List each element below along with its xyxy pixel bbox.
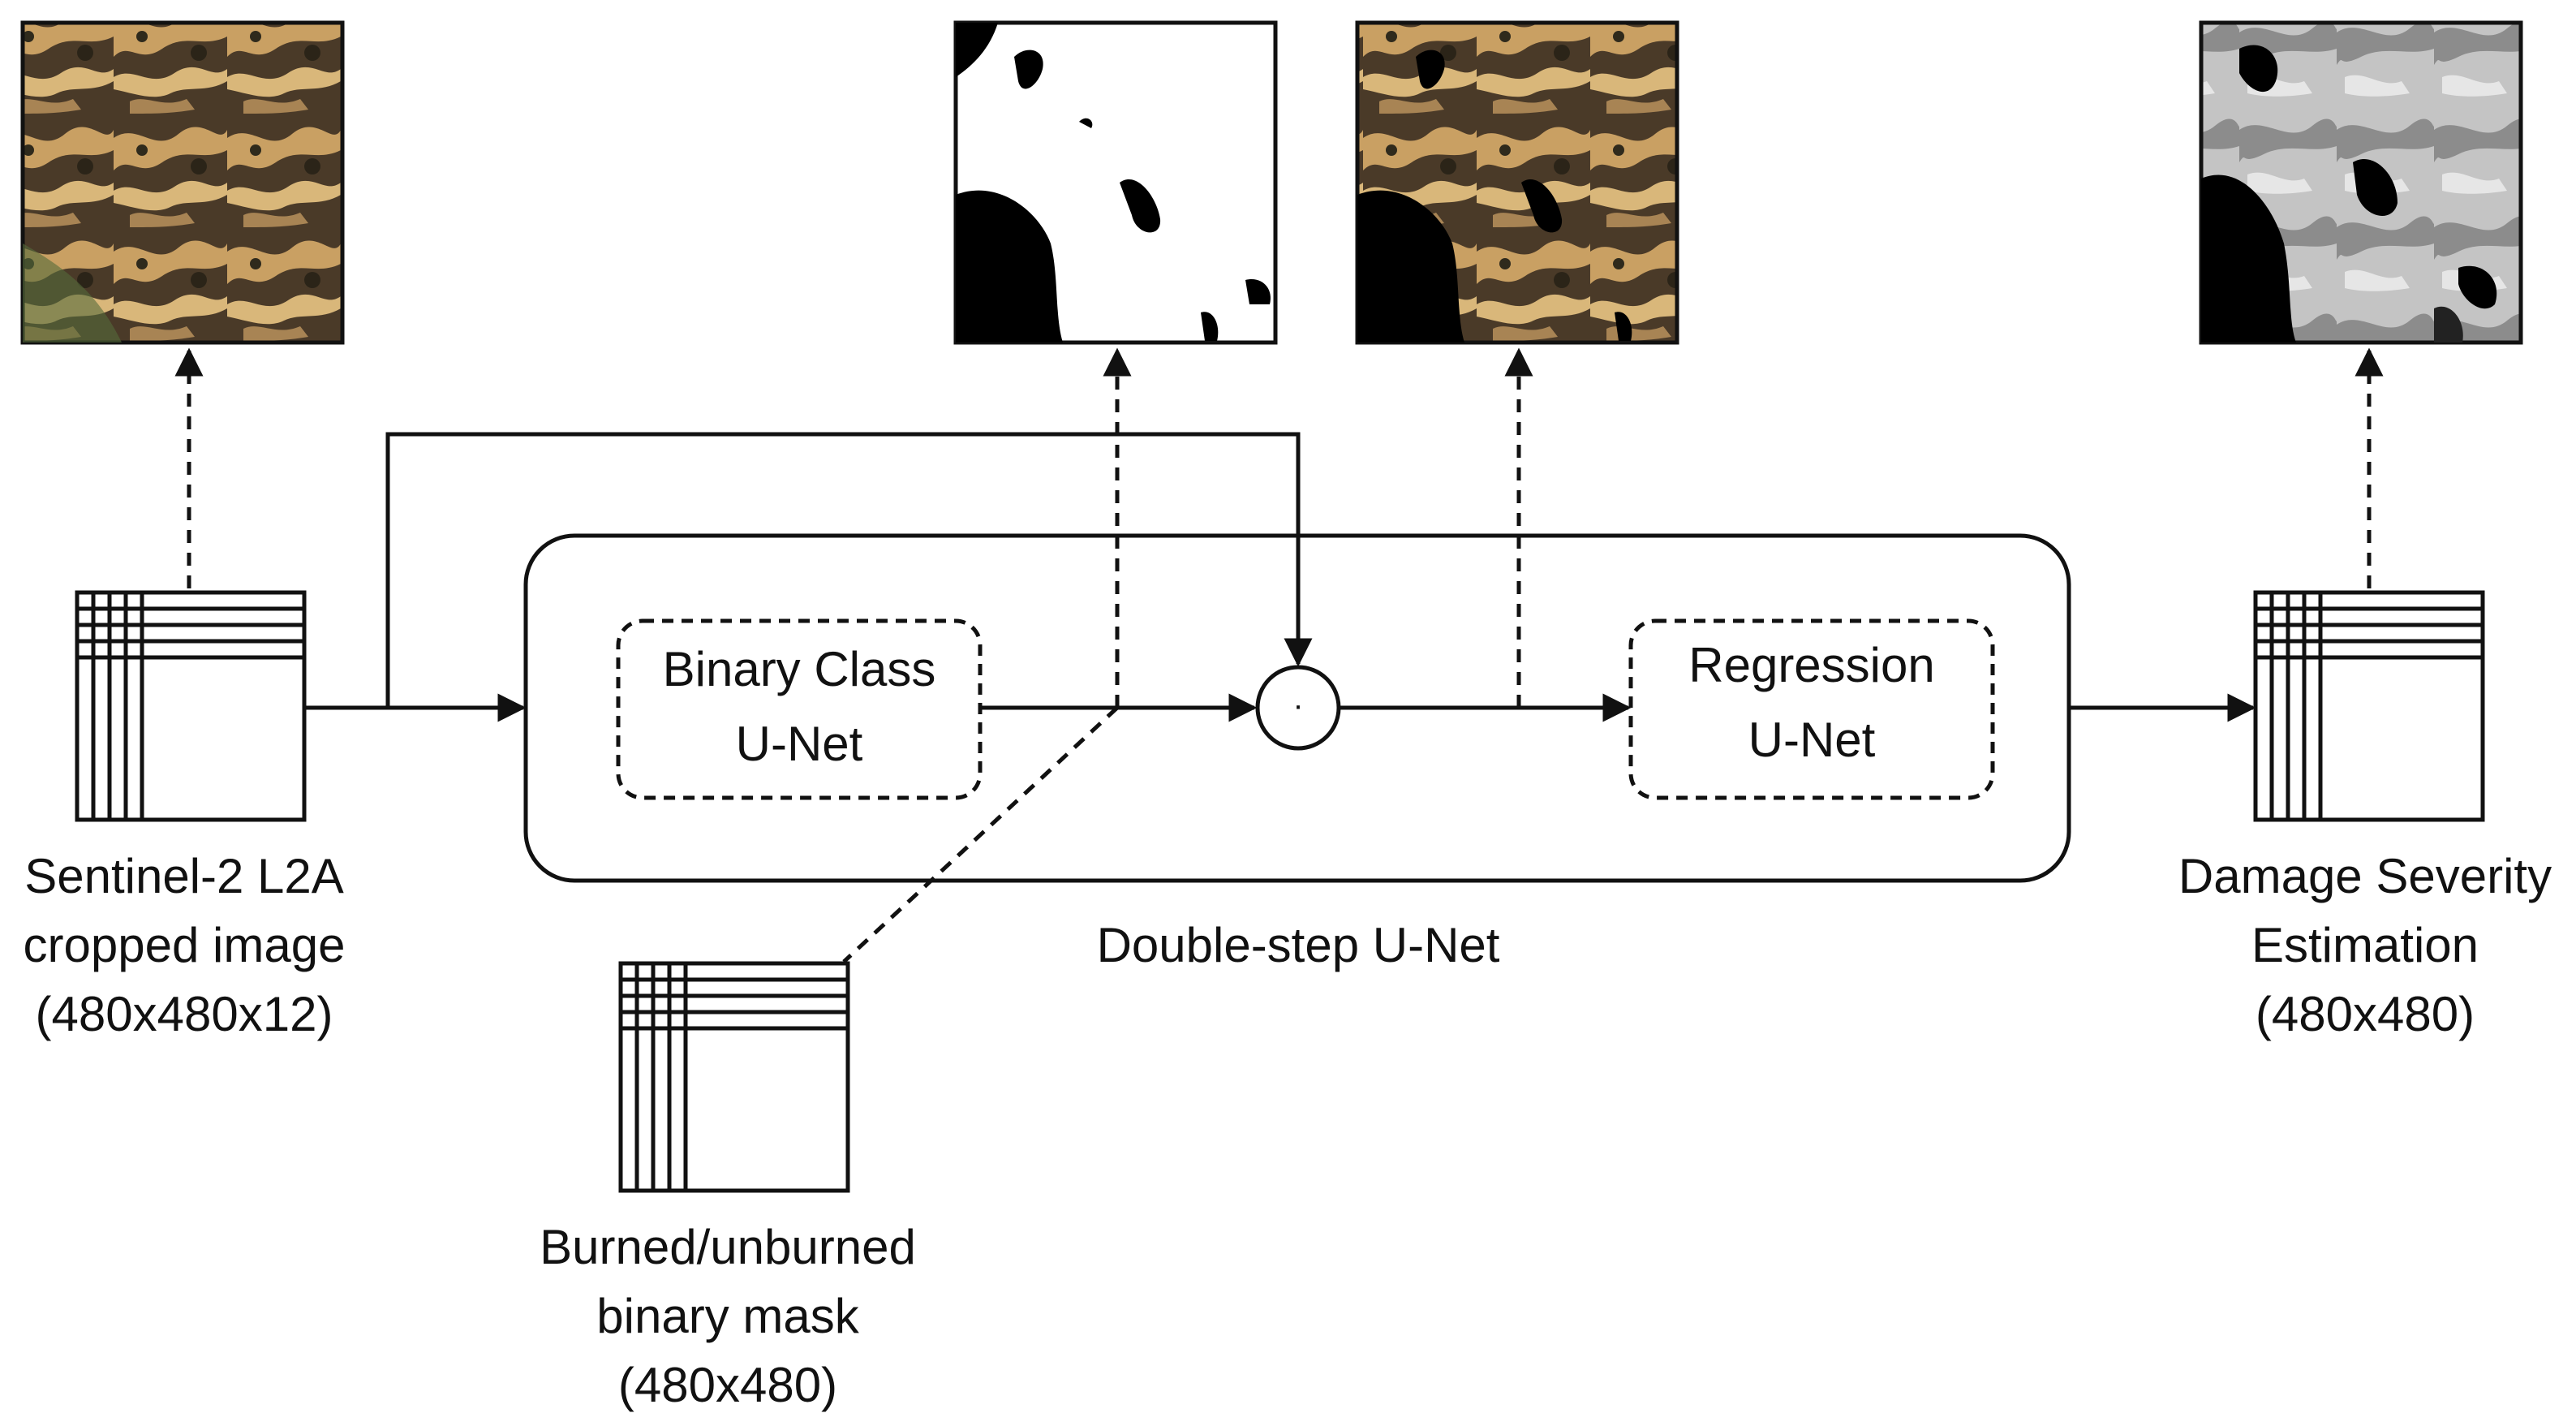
solid-arrows xyxy=(304,432,2256,722)
binary-block-line1: Binary Class xyxy=(663,642,936,696)
output-label-line3: (480x480) xyxy=(2256,987,2475,1041)
satellite-rgb-thumbnail xyxy=(20,20,345,345)
mask-label-line2: binary mask xyxy=(596,1289,859,1343)
dashed-arrows xyxy=(174,347,2384,963)
severity-map-thumbnail xyxy=(2199,20,2523,345)
output-label-line1: Damage Severity xyxy=(2178,849,2552,903)
regression-block-line1: Regression xyxy=(1688,638,1935,692)
container-label: Double-step U-Net xyxy=(1097,918,1500,972)
mask-label-line1: Burned/unburned xyxy=(540,1220,916,1274)
mask-label-line3: (480x480) xyxy=(618,1358,837,1412)
binary-block-line2: U-Net xyxy=(736,717,863,771)
input-label-line3: (480x480x12) xyxy=(36,987,333,1041)
output-tensor-icon xyxy=(2253,590,2485,822)
input-label-line1: Sentinel-2 L2A xyxy=(24,849,344,903)
dashed-link-mask xyxy=(842,706,1119,963)
masked-satellite-thumbnail xyxy=(1355,20,1679,345)
regression-block-line2: U-Net xyxy=(1748,713,1876,767)
skip-connection-arrow xyxy=(385,432,1313,708)
multiply-symbol: · xyxy=(1292,687,1303,723)
output-label-line2: Estimation xyxy=(2251,918,2479,972)
input-tensor-icon xyxy=(75,590,307,822)
regression-unet-block xyxy=(1628,618,1995,800)
mask-tensor-icon xyxy=(618,961,850,1193)
binary-mask-thumbnail xyxy=(953,20,1278,345)
input-label-line2: cropped image xyxy=(24,918,346,972)
